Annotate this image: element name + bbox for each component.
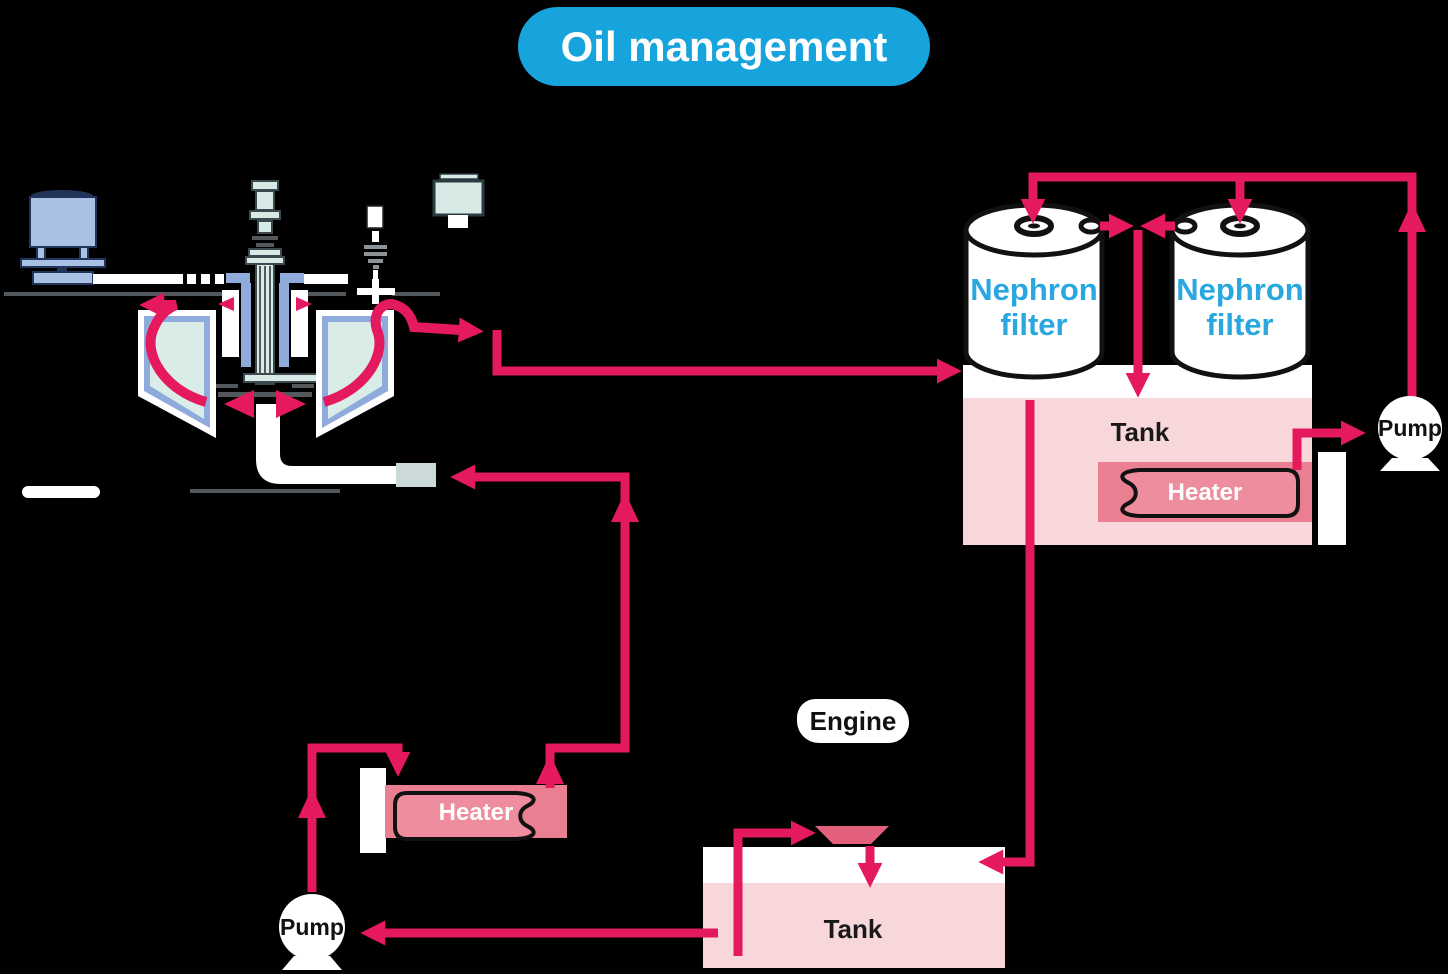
left-pump xyxy=(279,894,345,970)
control-monitor xyxy=(432,173,485,228)
filter2-label: Nephron filter xyxy=(1176,272,1304,342)
filter1-label: Nephron filter xyxy=(970,272,1098,342)
left-pump-label: Pump xyxy=(280,914,344,940)
engine-fill-funnel xyxy=(815,826,889,844)
filtration-tank xyxy=(963,365,1346,545)
sensor-stack xyxy=(357,205,395,304)
nephron-filter-2 xyxy=(1169,202,1311,380)
supply-heater-mount xyxy=(360,768,386,853)
bowl-bottom xyxy=(216,384,314,397)
engine-tank-oil xyxy=(703,883,1005,968)
engine-tank xyxy=(703,826,1005,968)
drive-shaft-pipe xyxy=(93,274,348,284)
bowl-distribution-arrows xyxy=(218,297,312,418)
separator-bowl-right xyxy=(316,310,394,438)
feed-pipe-endcap xyxy=(396,463,436,487)
line-dip-tube-to-funnel xyxy=(733,820,816,956)
filter2-outlet-port xyxy=(1172,217,1198,235)
supply-heater xyxy=(360,768,567,853)
filtration-heater-element xyxy=(1120,468,1300,518)
filtration-tank-label: Tank xyxy=(1110,417,1170,447)
inlet-stack xyxy=(243,180,327,385)
supply-heater-label: Heater xyxy=(438,799,514,826)
base-dash xyxy=(22,486,100,498)
machine-frame-line xyxy=(4,292,440,296)
mid-line-arrowheads xyxy=(298,202,1426,818)
line-tank-drain-to-engine-tank xyxy=(978,400,1035,875)
line-left-pump-to-heater xyxy=(307,743,411,892)
engine-label: Engine xyxy=(797,699,909,743)
right-pump xyxy=(1378,396,1442,471)
right-pump-label: Pump xyxy=(1378,415,1442,441)
filtration-tank-mount xyxy=(1318,452,1346,545)
oil-flow-lines xyxy=(307,172,1417,956)
clean-out-arrow xyxy=(322,298,484,407)
separator-machine xyxy=(4,173,485,498)
title-badge: Oil management xyxy=(518,7,930,86)
machine-baseline xyxy=(190,489,340,493)
filtration-heater-label: Heater xyxy=(1167,479,1243,506)
supply-heater-element xyxy=(393,791,536,841)
line-separator-to-tank xyxy=(492,330,962,384)
waste-out-arrow xyxy=(139,292,208,407)
bowl-flow-arrows xyxy=(139,292,484,407)
line-tank-to-right-pump xyxy=(1292,420,1366,470)
separator-motor xyxy=(20,190,106,285)
nephron-filter-1 xyxy=(963,202,1105,380)
feed-pipe-elbow xyxy=(256,404,396,484)
engine-tank-top-band xyxy=(703,847,1005,883)
filter1-outlet-port xyxy=(1078,217,1104,235)
line-heater-to-separator xyxy=(450,464,630,788)
line-pump-riser-manifold xyxy=(1020,172,1417,404)
engine-tank-label: Tank xyxy=(823,914,883,944)
